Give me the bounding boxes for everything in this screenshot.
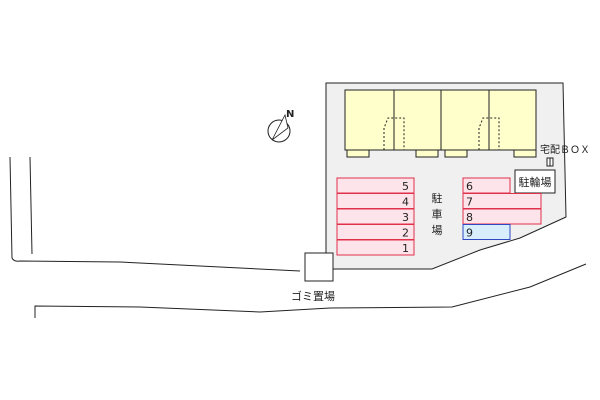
garbage-station-label: ゴミ置場 [291,289,335,303]
parking-space-outline [462,193,542,209]
compass-north-label: N [286,109,294,120]
parking-space-number: 5 [402,180,409,193]
parking-label-char-3: 場 [432,224,443,237]
parking-space-outline [336,239,415,256]
parking-space-6: 6 [462,177,511,194]
parking-space-9: 9 [462,224,511,240]
parking-space-number: 3 [402,211,409,224]
parking-space-number: 7 [466,196,473,209]
bicycle-parking-label: 駐輪場 [519,175,552,189]
parking-label-char-1: 駐 [432,191,443,205]
compass-needle-light [271,113,289,141]
road-lines [9,156,587,318]
parking-space-5: 5 [336,177,415,194]
delivery-box: 宅配ＢＯＸ [540,143,590,167]
parking-space-8: 8 [462,208,542,225]
entrance-outline-right [478,117,500,150]
apartment-building [344,89,537,158]
bicycle-parking: 駐輪場 [514,169,556,194]
parking-space-number: 2 [402,227,409,240]
parking-space-2: 2 [336,224,415,240]
parking-label: 駐 車 場 [432,191,443,237]
garbage-station: ゴミ置場 [291,252,335,303]
parking-spaces-right: 6 7 8 9 [462,177,542,240]
parking-space-7: 7 [462,193,542,209]
parking-space-number: 8 [466,211,473,224]
parking-space-number: 9 [466,227,473,240]
north-arrow-compass: N [267,109,294,143]
parking-space-number: 6 [466,180,473,193]
step-tab [415,149,439,158]
road-edge-lower [34,263,587,318]
parking-spaces-left: 5 4 3 2 1 [336,177,415,256]
parking-space-outline [462,224,511,240]
parking-space-1: 1 [336,239,415,256]
parking-space-number: 4 [402,196,409,209]
step-tab [346,149,370,158]
road-edge-left-inner [29,156,33,255]
parking-label-char-2: 車 [432,207,443,221]
parking-space-number: 1 [402,242,409,255]
road-edge-upper [9,156,301,272]
parking-space-3: 3 [336,208,415,225]
entrance-outline-left [383,117,405,150]
parking-space-4: 4 [336,193,415,209]
step-tab [444,149,468,158]
step-tab [513,149,537,158]
garbage-station-box [304,252,334,282]
parking-space-outline [462,208,542,225]
delivery-box-label: 宅配ＢＯＸ [540,143,590,156]
